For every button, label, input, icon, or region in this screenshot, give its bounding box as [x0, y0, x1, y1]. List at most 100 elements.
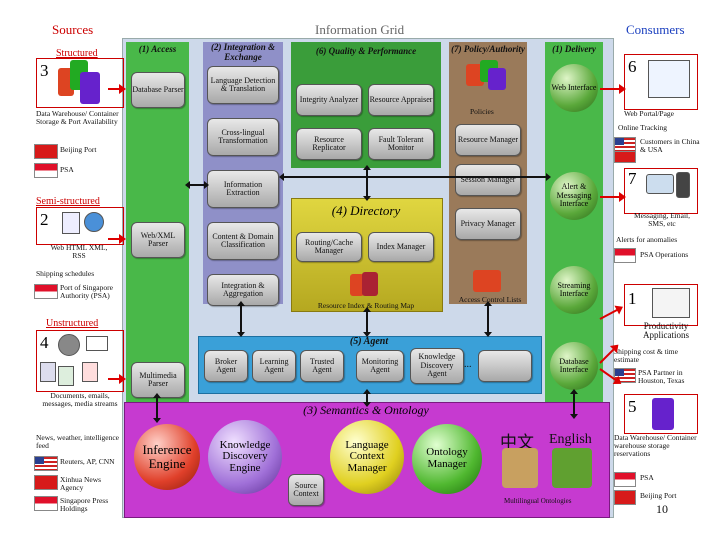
inference-engine-label: Inference Engine	[142, 442, 192, 471]
cross-lingual-box[interactable]: Cross-lingual Transformation	[207, 118, 279, 156]
agent-semantics-arrow	[363, 389, 371, 407]
web-xml-parser[interactable]: Web/XML Parser	[131, 222, 185, 258]
beijing-port-label: Beijing Port	[60, 145, 97, 154]
page-number: 10	[656, 502, 668, 516]
information-extraction-box[interactable]: Information Extraction	[207, 170, 279, 208]
media-icon	[58, 334, 80, 356]
messaging-icons	[646, 174, 674, 194]
c7-number: 7	[628, 169, 637, 188]
c6-sub: Online Tracking	[618, 123, 667, 132]
semantics-title: (3) Semantics & Ontology	[303, 403, 429, 417]
trusted-agent[interactable]: Trusted Agent	[300, 350, 344, 382]
reuters-label: Reuters, AP, CNN	[60, 457, 115, 466]
ontology-manager-label: Ontology Manager	[426, 446, 468, 470]
fault-tolerant-monitor[interactable]: Fault Tolerant Monitor	[368, 128, 434, 160]
web-interface[interactable]: Web Interface	[550, 64, 598, 112]
resource-manager[interactable]: Resource Manager	[455, 124, 521, 156]
news-feed-label: News, weather, intelligence feed	[36, 433, 119, 450]
directory-title: (4) Directory	[331, 203, 401, 218]
word-doc-icon	[40, 362, 56, 382]
c5-psa: PSA	[640, 473, 654, 482]
integrity-analyzer[interactable]: Integrity Analyzer	[296, 84, 362, 116]
web-page-icon	[62, 212, 80, 234]
database-parser[interactable]: Database Parser	[131, 72, 185, 108]
structured-db-icon	[58, 60, 106, 104]
broker-agent[interactable]: Broker Agent	[204, 350, 248, 382]
resource-index-icon	[350, 272, 380, 298]
c7-sub: Alerts for anomalies	[616, 235, 678, 244]
english-ontology-label: English	[549, 432, 592, 447]
knowledge-discovery-engine[interactable]: Knowledge Discovery Engine	[208, 420, 282, 494]
database-interface[interactable]: Database Interface	[550, 342, 598, 390]
structured-number: 3	[40, 61, 49, 80]
policies-label: Policies	[470, 107, 494, 116]
resource-index-label: Resource Index & Routing Map	[317, 301, 415, 310]
knowledge-discovery-agent[interactable]: Knowledge Discovery Agent	[410, 348, 464, 384]
chinese-ontology-label: 中文	[500, 433, 534, 452]
c5-db-icon	[652, 398, 674, 430]
empty-agent-slot	[478, 350, 532, 382]
semi-structured-number: 2	[40, 210, 49, 229]
knowledge-discovery-engine-label: Knowledge Discovery Engine	[219, 438, 271, 474]
directory-agent-arrow	[363, 307, 371, 337]
source-context[interactable]: Source Context	[288, 474, 324, 506]
china-flag-icon-2	[34, 475, 58, 490]
semi-structured-arrow	[108, 234, 126, 244]
learning-agent[interactable]: Learning Agent	[252, 350, 296, 382]
content-classification-box[interactable]: Content & Domain Classification	[207, 222, 279, 260]
web-interface-label: Web Interface	[551, 82, 597, 92]
unstructured-desc: Documents, emails, messages, media strea…	[42, 391, 118, 408]
c6-desc: Web Portal/Page	[624, 109, 675, 118]
integration-aggregation-box[interactable]: Integration & Aggregation	[207, 274, 279, 306]
index-manager[interactable]: Index Manager	[368, 232, 434, 262]
streaming-label: Streaming Interface	[557, 280, 591, 298]
c6-arrow	[600, 84, 626, 94]
psa-authority-label: Port of Singapore Authority (PSA)	[60, 283, 113, 300]
c6-number: 6	[628, 57, 637, 76]
access-integration-arrow	[185, 181, 209, 189]
semi-structured-desc: Web HTML XML, RSS	[50, 243, 108, 260]
c1-desc: Productivity Applications	[643, 321, 689, 341]
c1-item: PSA Partner in Houston, Texas	[638, 368, 685, 385]
c5-number: 5	[628, 397, 637, 416]
c7-desc: Messaging, Email, SMS, etc	[633, 211, 691, 228]
psa-label: PSA	[60, 165, 74, 174]
unstructured-label: Unstructured	[46, 318, 99, 329]
acl-icon	[473, 270, 501, 292]
english-ontology-tree	[552, 448, 592, 488]
routing-cache-manager[interactable]: Routing/Cache Manager	[296, 232, 362, 262]
usa-flag-icon-c6	[614, 137, 636, 152]
singapore-flag-icon-c5	[614, 472, 636, 487]
c7-item: PSA Operations	[640, 250, 689, 259]
alert-messaging-interface[interactable]: Alert & Messaging Interface	[550, 172, 598, 220]
structured-box	[36, 58, 124, 108]
semi-structured-label: Semi-structured	[36, 196, 100, 207]
sources-title: Sources	[52, 22, 94, 37]
monitoring-agent[interactable]: Monitoring Agent	[356, 350, 404, 382]
usa-flag-icon	[34, 456, 58, 471]
unstructured-number: 4	[40, 333, 49, 352]
acl-label: Access Control Lists	[458, 295, 522, 304]
sph-label: Singapore Press Holdings	[60, 496, 109, 513]
alert-messaging-label: Alert & Messaging Interface	[556, 182, 592, 209]
resource-appraiser[interactable]: Resource Appraiser	[368, 84, 434, 116]
agents-ellipsis: ...	[464, 359, 472, 370]
integration-title: (2) Integration & Exchange	[210, 42, 275, 62]
c5-desc: Data Warehouse/ Container warehouse stor…	[614, 433, 697, 458]
unstructured-box	[36, 330, 124, 392]
privacy-manager[interactable]: Privacy Manager	[455, 208, 521, 240]
session-manager[interactable]: Session Manager	[455, 164, 521, 196]
resource-replicator[interactable]: Resource Replicator	[296, 128, 362, 160]
xinhua-label: Xinhua News Agency	[60, 475, 102, 492]
singapore-flag-icon-3	[34, 496, 58, 511]
language-detection-box[interactable]: Language Detection & Translation	[207, 66, 279, 104]
globe-icon	[84, 212, 104, 232]
delivery-title: (1) Delivery	[552, 44, 596, 54]
ontology-manager[interactable]: Ontology Manager	[412, 424, 482, 494]
language-context-manager[interactable]: Language Context Manager	[330, 420, 404, 494]
shipping-schedules-label: Shipping schedules	[36, 269, 95, 278]
c5-box	[624, 394, 698, 434]
inference-engine[interactable]: Inference Engine	[134, 424, 200, 490]
structured-label: Structured	[56, 48, 98, 59]
streaming-interface[interactable]: Streaming Interface	[550, 266, 598, 314]
